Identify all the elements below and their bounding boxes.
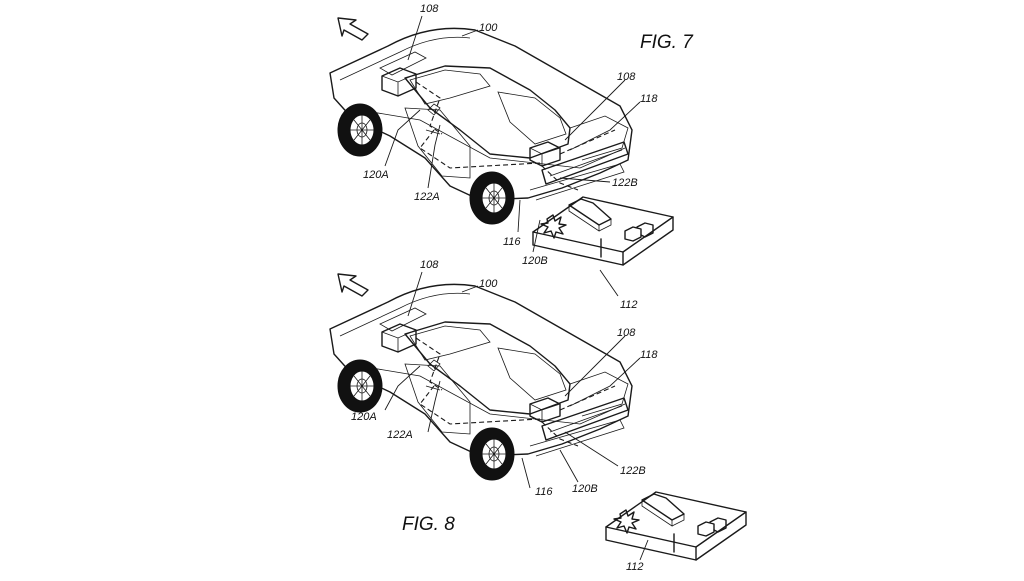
- figure-caption: FIG. 7: [640, 32, 694, 53]
- label-bumper: 116: [535, 486, 553, 498]
- figure-7: FIG. 7 108 100 108 118 120A 122A 122B 11…: [329, 3, 694, 311]
- figure-8: FIG. 8 108 100 108 118 120A 122A 122B 11…: [329, 259, 747, 573]
- charger-drawing: [532, 196, 674, 266]
- label-charger: 112: [620, 299, 638, 311]
- label-unit-front: 108: [420, 3, 439, 15]
- label-charger: 112: [626, 561, 644, 573]
- label-vehicle: 100: [479, 278, 498, 290]
- label-port-a: 120A: [363, 169, 389, 181]
- label-cable-a: 122A: [387, 429, 413, 441]
- vehicle-drawing: [329, 283, 633, 481]
- charger-drawing: [605, 491, 747, 561]
- direction-arrow-icon: [337, 17, 369, 41]
- label-cable-a: 122A: [414, 191, 440, 203]
- label-port-a: 120A: [351, 411, 377, 423]
- label-cable-b: 122B: [620, 465, 646, 477]
- label-vehicle: 100: [479, 22, 498, 34]
- label-port-b: 120B: [572, 483, 598, 495]
- vehicle-drawing: [329, 27, 633, 225]
- label-unit-rear: 108: [617, 71, 636, 83]
- label-unit-rear: 108: [617, 327, 636, 339]
- figure-caption: FIG. 8: [402, 514, 455, 535]
- label-port-b: 120B: [522, 255, 548, 267]
- label-bumper: 116: [503, 236, 521, 248]
- label-unit-front: 108: [420, 259, 439, 271]
- direction-arrow-icon: [337, 273, 369, 297]
- label-connector: 118: [640, 349, 658, 361]
- label-connector: 118: [640, 93, 658, 105]
- label-cable-b: 122B: [612, 177, 638, 189]
